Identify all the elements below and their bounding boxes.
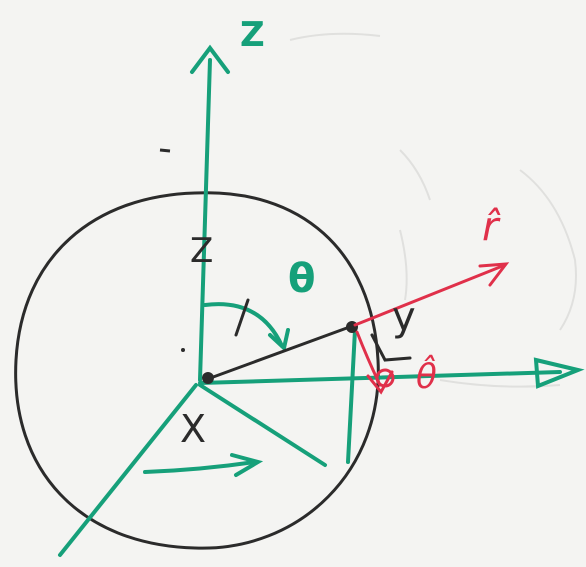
r-hat-vector [353,263,507,327]
theta-hat-arrowhead [366,370,394,395]
theta-arc [203,302,284,348]
z-near-origin-label: Z [190,231,213,271]
phi-arrowhead [230,453,264,477]
sphere-outline [14,191,380,550]
y-axis-label: y [392,294,416,340]
stray-dash [159,148,171,153]
theta-hat-label: θ̂ [416,355,437,397]
r-hat-label: r̂ [482,204,501,250]
z-axis-arrowhead [190,44,230,74]
phi-arrow [143,460,257,474]
y-label-bracket [370,333,412,362]
theta-label: θ [288,256,315,302]
stray-dot [181,348,185,352]
theta-arc-arrowhead [268,328,290,352]
projection-line [198,383,327,467]
z-axis-line [198,58,212,382]
projection-drop-line [346,328,357,464]
x-axis-label: X [180,407,206,451]
z-axis-label: Z [240,15,265,55]
y-axis-arrowhead [533,357,585,389]
position-vector [203,323,357,382]
x-axis-line [58,383,198,557]
paper-bleed-through [289,32,577,388]
angle-guide-stroke [234,298,250,337]
origin-point [202,372,214,384]
r-hat-arrowhead [478,262,510,287]
y-axis-line [198,370,562,385]
theta-hat-knot [375,368,395,388]
